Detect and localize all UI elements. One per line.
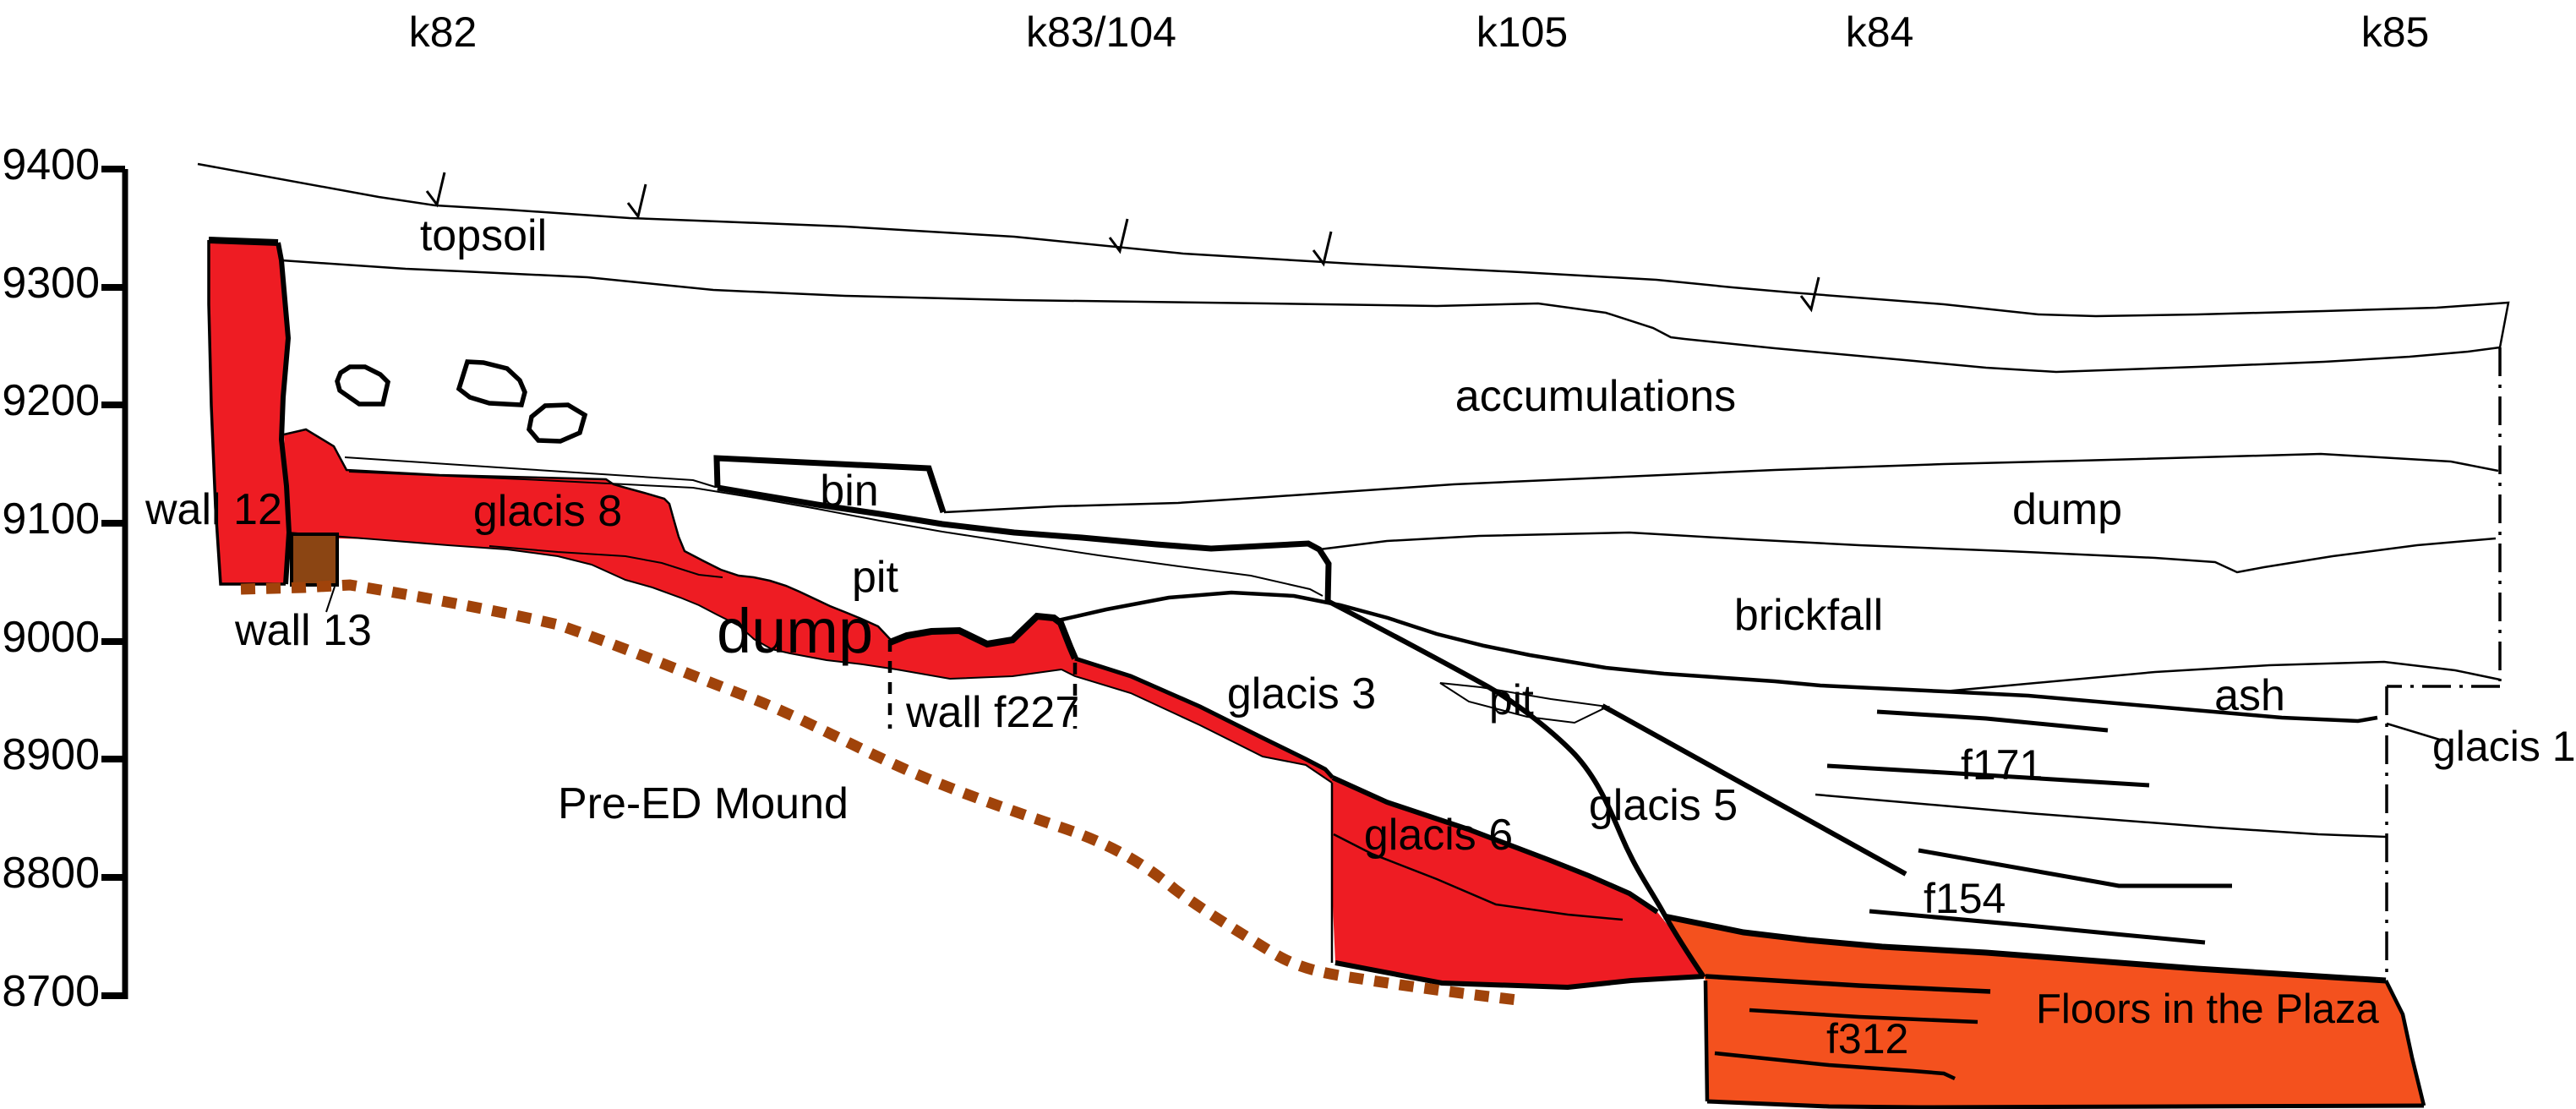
svg-text:Floors in the Plaza: Floors in the Plaza	[2036, 986, 2380, 1032]
svg-text:9100: 9100	[2, 494, 100, 544]
svg-text:glacis 8: glacis 8	[473, 487, 622, 536]
svg-text:9400: 9400	[2, 140, 100, 189]
svg-text:f171: f171	[1961, 741, 2043, 789]
svg-text:glacis 6: glacis 6	[1364, 811, 1513, 860]
svg-text:8700: 8700	[2, 967, 100, 1016]
svg-text:topsoil: topsoil	[420, 211, 547, 260]
svg-text:9200: 9200	[2, 376, 100, 425]
svg-text:f154: f154	[1924, 875, 2006, 922]
svg-text:k82: k82	[409, 8, 478, 56]
svg-text:dump: dump	[717, 596, 873, 666]
svg-text:ash: ash	[2214, 671, 2285, 720]
svg-text:glacis 1: glacis 1	[2432, 723, 2576, 770]
svg-text:8800: 8800	[2, 849, 100, 898]
svg-text:Pre-ED Mound: Pre-ED Mound	[558, 779, 849, 828]
svg-text:f312: f312	[1826, 1015, 1908, 1063]
svg-text:k105: k105	[1476, 8, 1568, 56]
svg-text:8900: 8900	[2, 730, 100, 779]
svg-text:9000: 9000	[2, 613, 100, 662]
svg-text:accumulations: accumulations	[1455, 372, 1736, 421]
svg-text:pit: pit	[852, 553, 898, 602]
svg-text:wall 13: wall 13	[234, 606, 372, 655]
svg-text:pit: pit	[1489, 676, 1534, 724]
svg-text:brickfall: brickfall	[1734, 591, 1883, 640]
svg-text:k85: k85	[2361, 8, 2430, 56]
svg-text:wall f227: wall f227	[905, 688, 1079, 737]
svg-text:k84: k84	[1846, 8, 1914, 56]
svg-text:dump: dump	[2012, 485, 2122, 534]
svg-text:k83/104: k83/104	[1026, 8, 1176, 56]
svg-text:bin: bin	[820, 467, 878, 516]
svg-text:wall 12: wall 12	[145, 485, 282, 534]
svg-text:glacis 5: glacis 5	[1589, 781, 1738, 830]
svg-text:9300: 9300	[2, 259, 100, 308]
svg-text:glacis 3: glacis 3	[1227, 669, 1376, 718]
